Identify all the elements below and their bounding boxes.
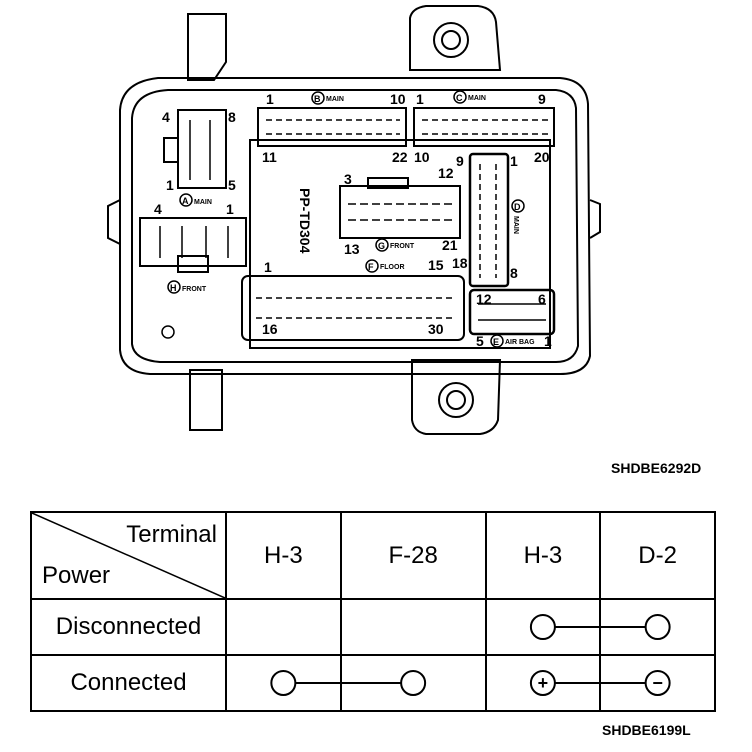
top-left-bracket — [187, 13, 227, 81]
table-cell — [484, 654, 602, 712]
f-pin-bl: 16 — [262, 321, 278, 337]
b-pin-bl: 11 — [262, 149, 277, 165]
f-pin-tl: 1 — [264, 259, 272, 275]
h-pin-tr: 1 — [226, 201, 234, 217]
d-pin-br: 8 — [510, 265, 518, 281]
f-pin-tr: 15 — [428, 257, 444, 273]
d-pin-bl: 18 — [452, 255, 468, 271]
table-cell — [599, 654, 716, 712]
f-name: FLOOR — [380, 264, 405, 271]
table-header-row: Terminal Power H-3 F-28 H-3 D-2 — [30, 511, 716, 600]
terminal-table: Terminal Power H-3 F-28 H-3 D-2 Disconne… — [30, 511, 716, 712]
h-name: FRONT — [182, 286, 207, 293]
column-header: F-28 — [339, 511, 487, 600]
g-pin-bl: 13 — [344, 241, 360, 257]
d-name: MAIN — [512, 216, 519, 234]
bottom-bracket-hole — [438, 382, 474, 418]
table-code: SHDBE6199L — [602, 722, 691, 738]
header-diagonal-cell: Terminal Power — [30, 511, 227, 600]
e-name: AIR BAG — [505, 339, 535, 346]
g-pin-tl: 3 — [344, 171, 352, 187]
junction-box-diagram: 4 8 1 5 A MAIN 4 1 H FRONT 1 10 11 22 B … — [107, 5, 601, 435]
f-pin-br: 30 — [428, 321, 444, 337]
h-pin-tl: 4 — [154, 201, 162, 217]
column-header: H-3 — [225, 511, 342, 600]
table-cell — [339, 654, 487, 712]
top-bracket — [409, 5, 502, 71]
row-label: Disconnected — [30, 598, 227, 656]
b-pin-tl: 1 — [266, 91, 274, 107]
c-pin-tr: 9 — [538, 91, 546, 107]
b-name: MAIN — [326, 96, 344, 103]
g-pin-br: 21 — [442, 237, 458, 253]
b-pin-tr: 10 — [390, 91, 406, 107]
table-cell — [599, 598, 716, 656]
f-letter: F — [368, 262, 374, 272]
c-letter: C — [456, 93, 463, 103]
gear-icon — [161, 325, 175, 339]
connector-h — [139, 217, 247, 273]
a-letter: A — [182, 196, 189, 206]
b-pin-br: 22 — [392, 149, 408, 165]
table-cell — [484, 598, 602, 656]
table-cell — [225, 598, 342, 656]
a-pin-tr: 8 — [228, 109, 236, 125]
row-label: Connected — [30, 654, 227, 712]
column-header: H-3 — [484, 511, 602, 600]
e-pin-tr: 6 — [538, 291, 546, 307]
d-letter: D — [514, 202, 521, 212]
c-pin-tl: 1 — [416, 91, 424, 107]
connector-c — [413, 107, 555, 147]
diagram-code: SHDBE6292D — [611, 460, 702, 476]
connector-a — [163, 109, 227, 189]
g-name: FRONT — [390, 243, 415, 250]
a-pin-br: 5 — [228, 177, 236, 193]
column-header: D-2 — [599, 511, 716, 600]
h-letter: H — [170, 283, 177, 293]
housing-outline — [119, 77, 592, 375]
connector-g — [339, 177, 461, 239]
table-cell — [339, 598, 487, 656]
connector-f — [241, 275, 465, 341]
g-pin-tr: 12 — [438, 165, 454, 181]
header-terminal: Terminal — [126, 521, 217, 548]
c-name: MAIN — [468, 95, 486, 102]
e-pin-br: 1 — [544, 333, 552, 349]
d-pin-tr: 1 — [510, 153, 518, 169]
connector-d — [468, 152, 510, 288]
top-bracket-hole — [433, 22, 469, 58]
e-pin-tl: 12 — [476, 291, 492, 307]
d-pin-tl: 9 — [456, 153, 464, 169]
g-letter: G — [378, 241, 385, 251]
connector-b — [257, 107, 407, 147]
module-text: PP-TD304 — [297, 188, 313, 254]
bottom-bracket — [411, 359, 502, 435]
table-row-disconnected: Disconnected — [30, 598, 716, 656]
header-power: Power — [42, 562, 111, 589]
connector-e — [468, 288, 556, 336]
a-name: MAIN — [194, 199, 212, 206]
bottom-left-bracket — [189, 369, 223, 431]
c-pin-bl: 10 — [414, 149, 430, 165]
b-letter: B — [314, 94, 321, 104]
table-row-connected: Connected — [30, 654, 716, 712]
a-pin-bl: 1 — [166, 177, 174, 193]
a-pin-tl: 4 — [162, 109, 170, 125]
e-pin-bl: 5 — [476, 333, 484, 349]
e-letter: E — [493, 337, 499, 347]
c-pin-br: 20 — [534, 149, 550, 165]
table-cell — [225, 654, 342, 712]
